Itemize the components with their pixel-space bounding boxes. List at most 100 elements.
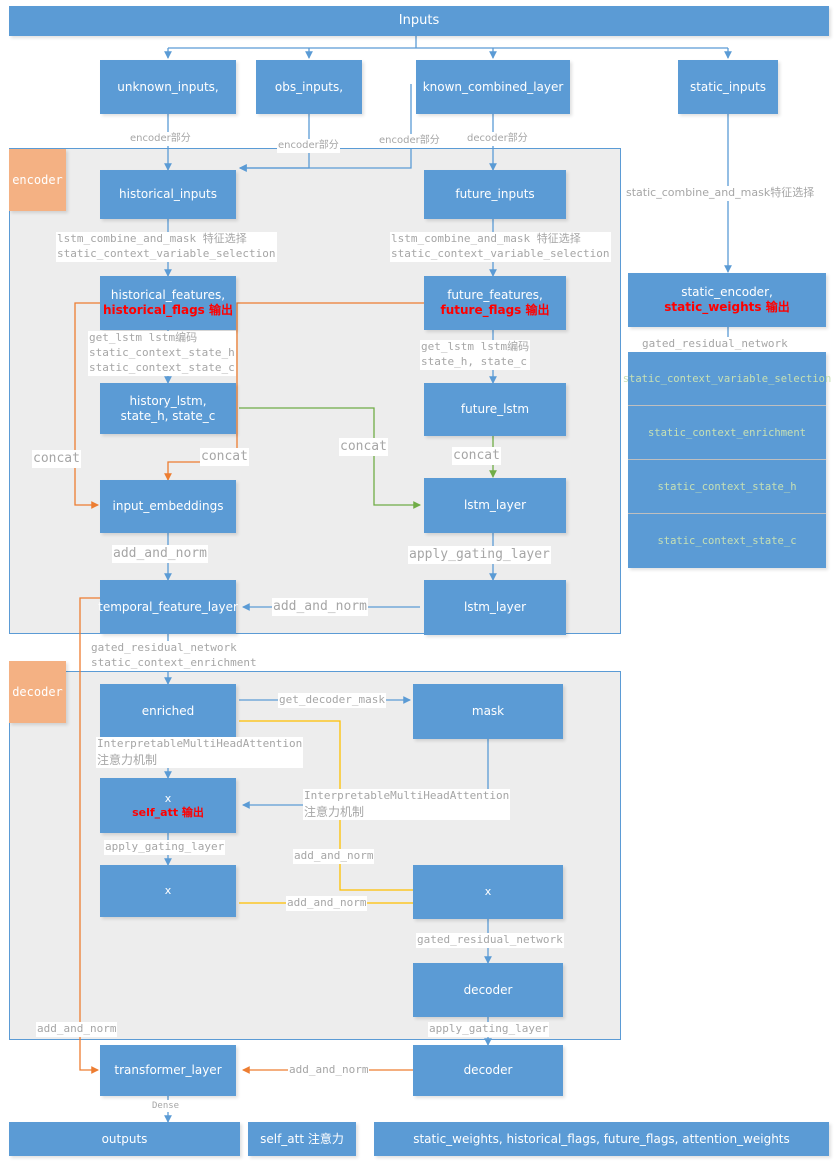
- box-known-combined-layer-label: known_combined_layer: [422, 79, 564, 94]
- box-known-combined-layer[interactable]: known_combined_layer: [416, 60, 570, 114]
- label-imha-left-line1: InterpretableMultiHeadAttention: [97, 737, 303, 750]
- label-add-and-norm-left: add_and_norm: [112, 545, 208, 563]
- static-context-stack: static_context_variable_selection static…: [623, 352, 831, 568]
- box-unknown-inputs-label: unknown_inputs,: [117, 79, 219, 94]
- label-encoder-part-1: encoder部分: [129, 132, 192, 146]
- box-decoder-2[interactable]: decoder: [413, 1045, 563, 1096]
- encoder-region-label: encoder: [9, 149, 66, 211]
- label-apply-gating-layer-right: apply_gating_layer: [408, 546, 551, 564]
- box-temporal-feature-layer[interactable]: temporal_feature_layer: [98, 580, 238, 634]
- box-mask[interactable]: mask: [413, 684, 563, 739]
- label-concat-mid-text: concat: [340, 439, 387, 454]
- static-context-row-1[interactable]: static_context_enrichment: [628, 406, 826, 460]
- box-future-lstm-label: future_lstm: [460, 402, 530, 416]
- label-concat-far-left-text: concat: [33, 451, 80, 466]
- label-static-combine-and-mask-text: static_combine_and_mask特征选择: [626, 186, 815, 199]
- box-inputs-label: Inputs: [398, 12, 440, 28]
- label-apply-gating-layer-dec: apply_gating_layer: [104, 840, 226, 855]
- box-static-inputs[interactable]: static_inputs: [678, 60, 778, 114]
- label-apply-gating-layer-right-text: apply_gating_layer: [409, 547, 550, 562]
- box-obs-inputs[interactable]: obs_inputs,: [256, 60, 362, 114]
- label-concat-right-text: concat: [453, 448, 500, 463]
- label-gated-residual-network-dec: gated_residual_network: [416, 933, 564, 948]
- label-lstm-combine-left-line2: static_context_variable_selection: [57, 246, 276, 260]
- label-add-and-norm-bottom-text: add_and_norm: [289, 1063, 369, 1076]
- label-decoder-part: decoder部分: [466, 132, 529, 146]
- box-future-features[interactable]: future_features, future_flags 输出: [424, 276, 566, 330]
- box-x-addnorm-label: x: [484, 885, 492, 899]
- box-history-lstm[interactable]: history_lstm, state_h, state_c: [100, 383, 236, 434]
- label-add-and-norm-bottom-left-text: add_and_norm: [37, 1022, 117, 1035]
- label-dense: Dense: [151, 1100, 181, 1113]
- box-future-inputs-label: future_inputs: [455, 187, 535, 201]
- box-historical-features-line1: historical_features,: [110, 288, 226, 302]
- box-history-lstm-line2: state_h, state_c: [120, 408, 216, 423]
- box-historical-inputs[interactable]: historical_inputs: [100, 170, 236, 219]
- label-encoder-part-3-text: encoder部分: [379, 135, 440, 146]
- decoder-region-label: decoder: [9, 661, 66, 723]
- label-get-lstm-left: get_lstm lstm编码 static_context_state_h s…: [88, 331, 236, 376]
- label-add-and-norm-bottom-left: add_and_norm: [36, 1022, 118, 1037]
- label-add-and-norm-bottom: add_and_norm: [288, 1063, 370, 1078]
- box-historical-features[interactable]: historical_features, historical_flags 输出: [100, 276, 236, 330]
- label-add-and-norm-yellow-h: add_and_norm: [286, 896, 368, 911]
- label-lstm-combine-right-line2: static_context_variable_selection: [391, 246, 610, 260]
- label-get-lstm-left-line3: static_context_state_c: [89, 360, 235, 374]
- box-lstm-layer-2[interactable]: lstm_layer: [424, 580, 566, 635]
- box-enriched[interactable]: enriched: [100, 684, 236, 739]
- label-get-decoder-mask: get_decoder_mask: [278, 693, 386, 708]
- label-add-and-norm-yellow-v-text: add_and_norm: [294, 849, 374, 862]
- label-concat-left: concat: [200, 448, 249, 466]
- box-static-encoder[interactable]: static_encoder, static_weights 输出: [628, 273, 826, 327]
- label-encoder-part-3: encoder部分: [378, 134, 441, 148]
- box-transformer-layer[interactable]: transformer_layer: [100, 1045, 236, 1096]
- box-lstm-layer-1-label: lstm_layer: [463, 498, 527, 512]
- label-add-and-norm-mid-text: add_and_norm: [273, 599, 367, 614]
- label-encoder-part-1-text: encoder部分: [130, 133, 191, 144]
- label-get-lstm-right-line2: state_h, state_c: [421, 354, 527, 368]
- box-inputs[interactable]: Inputs: [9, 6, 829, 36]
- label-imha-left-line2: 注意力机制: [97, 752, 158, 767]
- box-decoder-1[interactable]: decoder: [413, 963, 563, 1017]
- label-gated-residual-network-static: gated_residual_network: [641, 337, 789, 352]
- box-unknown-inputs[interactable]: unknown_inputs,: [100, 60, 236, 114]
- box-enriched-label: enriched: [141, 704, 195, 718]
- label-get-lstm-right: get_lstm lstm编码 state_h, state_c: [420, 340, 531, 370]
- box-x-gated-label: x: [164, 884, 172, 898]
- box-future-inputs[interactable]: future_inputs: [424, 170, 566, 219]
- label-encoder-part-2: encoder部分: [277, 139, 340, 153]
- label-gated-residual-network-static-text: gated_residual_network: [642, 337, 788, 350]
- label-gated-residual-network-enrich-line1: gated_residual_network: [91, 641, 237, 654]
- box-temporal-feature-layer-label: temporal_feature_layer: [98, 599, 238, 614]
- label-add-and-norm-left-text: add_and_norm: [113, 546, 207, 561]
- label-concat-left-text: concat: [201, 449, 248, 464]
- label-get-lstm-left-line1: get_lstm lstm编码: [89, 331, 198, 344]
- box-decoder-2-label: decoder: [463, 1063, 513, 1077]
- box-static-encoder-line1: static_encoder,: [681, 285, 773, 299]
- static-context-row-2[interactable]: static_context_state_h: [628, 460, 826, 514]
- box-x-addnorm[interactable]: x: [413, 865, 563, 919]
- box-input-embeddings[interactable]: input_embeddings: [100, 480, 236, 533]
- label-apply-gating-layer-dec-text: apply_gating_layer: [105, 840, 225, 853]
- box-decoder-1-label: decoder: [463, 982, 513, 997]
- box-final-weights[interactable]: static_weights, historical_flags, future…: [374, 1122, 829, 1156]
- box-x-gated[interactable]: x: [100, 865, 236, 917]
- box-outputs-label: outputs: [101, 1131, 148, 1146]
- label-apply-gating-layer-bottom-text: apply_gating_layer: [429, 1022, 549, 1035]
- static-context-row-0[interactable]: static_context_variable_selection: [623, 352, 831, 406]
- box-self-att-attention-label: self_att 注意力: [260, 1131, 344, 1146]
- label-gated-residual-network-enrich: gated_residual_network static_context_en…: [90, 641, 258, 671]
- box-future-lstm[interactable]: future_lstm: [424, 383, 566, 436]
- label-apply-gating-layer-bottom: apply_gating_layer: [428, 1022, 550, 1037]
- label-dense-text: Dense: [152, 1101, 180, 1111]
- static-context-row-3[interactable]: static_context_state_c: [657, 535, 797, 547]
- box-self-att-attention[interactable]: self_att 注意力: [248, 1122, 356, 1156]
- box-lstm-layer-1[interactable]: lstm_layer: [424, 478, 566, 533]
- box-static-inputs-label: static_inputs: [689, 79, 767, 94]
- label-lstm-combine-right-line1: lstm_combine_and_mask 特征选择: [391, 232, 581, 245]
- encoder-region-label-text: encoder: [12, 173, 63, 187]
- box-outputs[interactable]: outputs: [9, 1122, 240, 1156]
- box-lstm-layer-2-label: lstm_layer: [463, 600, 527, 614]
- box-x-self-att[interactable]: x self_att 输出: [100, 778, 236, 833]
